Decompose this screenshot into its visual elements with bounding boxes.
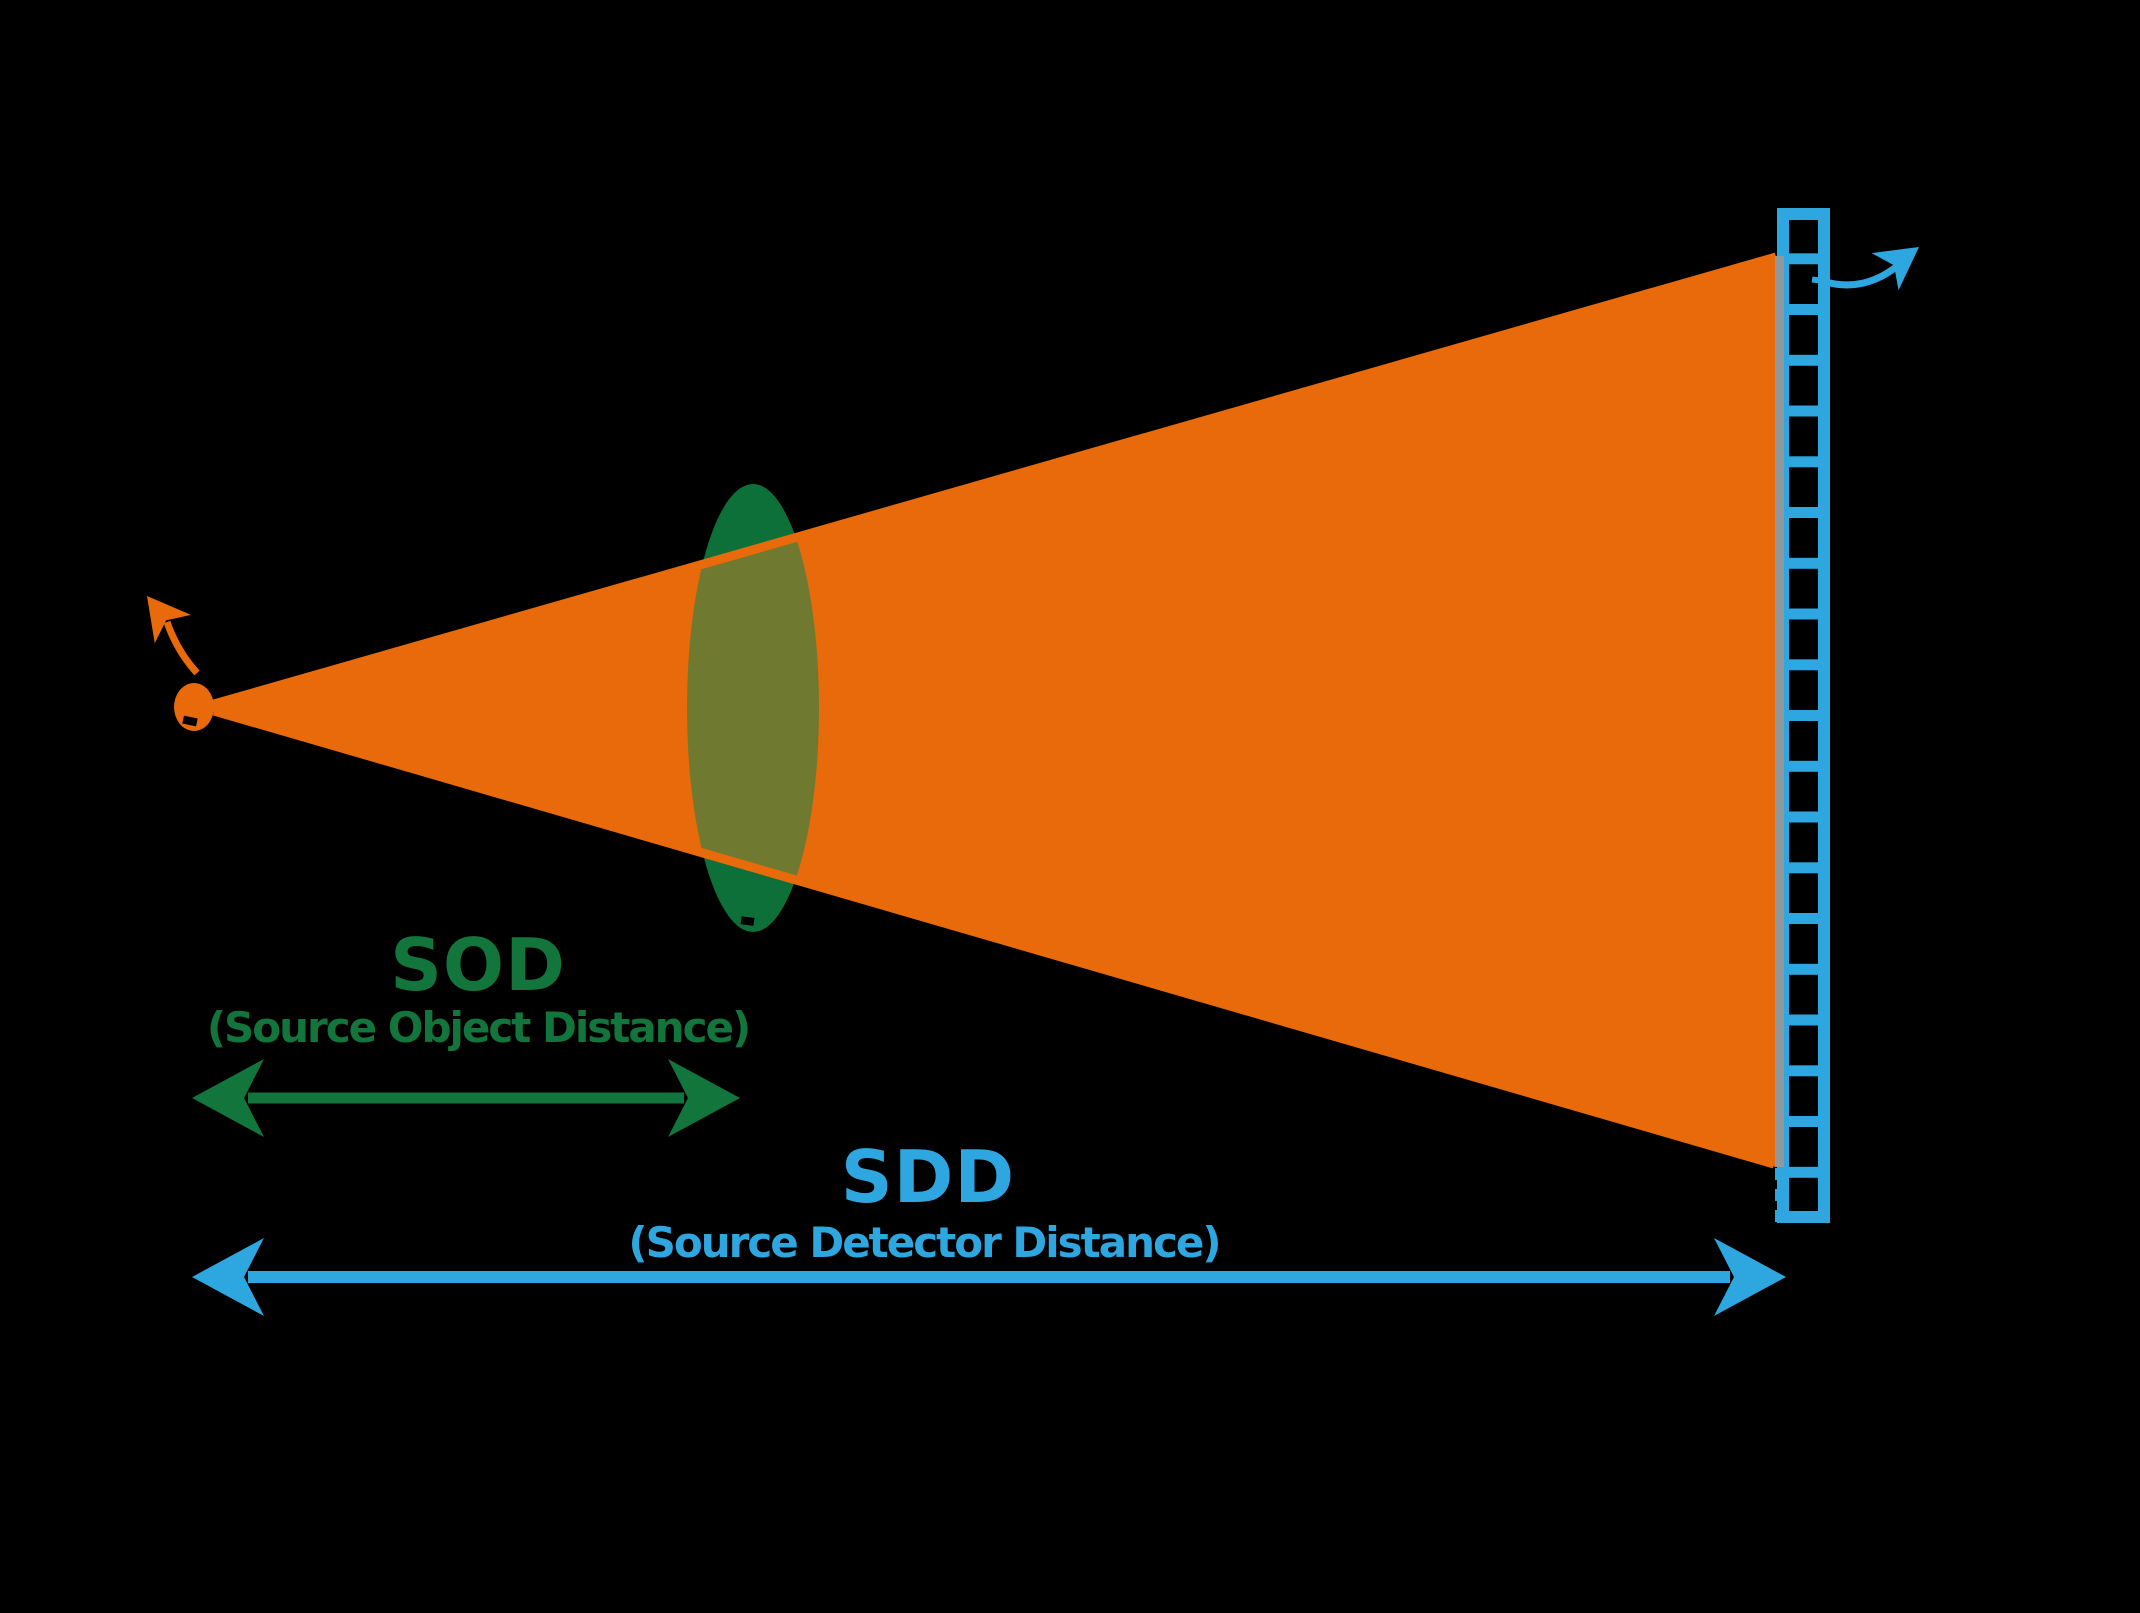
- detector-pixel-divider: [1789, 558, 1818, 569]
- detector-pixel-divider: [1789, 913, 1818, 924]
- detector-pixel-divider: [1789, 507, 1818, 518]
- detector-pixel-divider: [1789, 1167, 1818, 1178]
- detector-pixel-divider: [1789, 964, 1818, 975]
- detector-pixel-divider: [1789, 1065, 1818, 1076]
- detector-edge-dash: [1775, 1210, 1784, 1222]
- detector: [1783, 214, 1824, 1217]
- detector-pixel-divider: [1789, 304, 1818, 315]
- sod-subtitle: (Source Object Distance): [207, 1003, 749, 1052]
- detector-dashed-edge: [1775, 1168, 1784, 1222]
- detector-pixel-divider: [1789, 253, 1818, 264]
- detector-pixel-divider: [1789, 456, 1818, 467]
- detector-pixel-divider: [1789, 659, 1818, 670]
- detector-pixel-divider: [1789, 355, 1818, 366]
- detector-edge-dash: [1775, 1168, 1784, 1180]
- sod-title: SOD: [390, 923, 566, 1007]
- sdd-title: SDD: [841, 1135, 1015, 1219]
- detector-pixel-divider: [1789, 1116, 1818, 1127]
- sdd-subtitle: (Source Detector Distance): [628, 1218, 1219, 1267]
- detector-irradiated-strip: [1775, 256, 1784, 1167]
- detector-pixel-divider: [1789, 862, 1818, 873]
- detector-pixel-divider: [1789, 609, 1818, 620]
- detector-pixel-divider: [1789, 710, 1818, 721]
- detector-pixel-divider: [1789, 761, 1818, 772]
- detector-edge-dash: [1775, 1189, 1784, 1201]
- detector-pixel-divider: [1789, 1015, 1818, 1026]
- detector-pixel-divider: [1789, 406, 1818, 417]
- detector-rotation-start-dash: [1812, 276, 1822, 283]
- detector-pixel-divider: [1789, 812, 1818, 823]
